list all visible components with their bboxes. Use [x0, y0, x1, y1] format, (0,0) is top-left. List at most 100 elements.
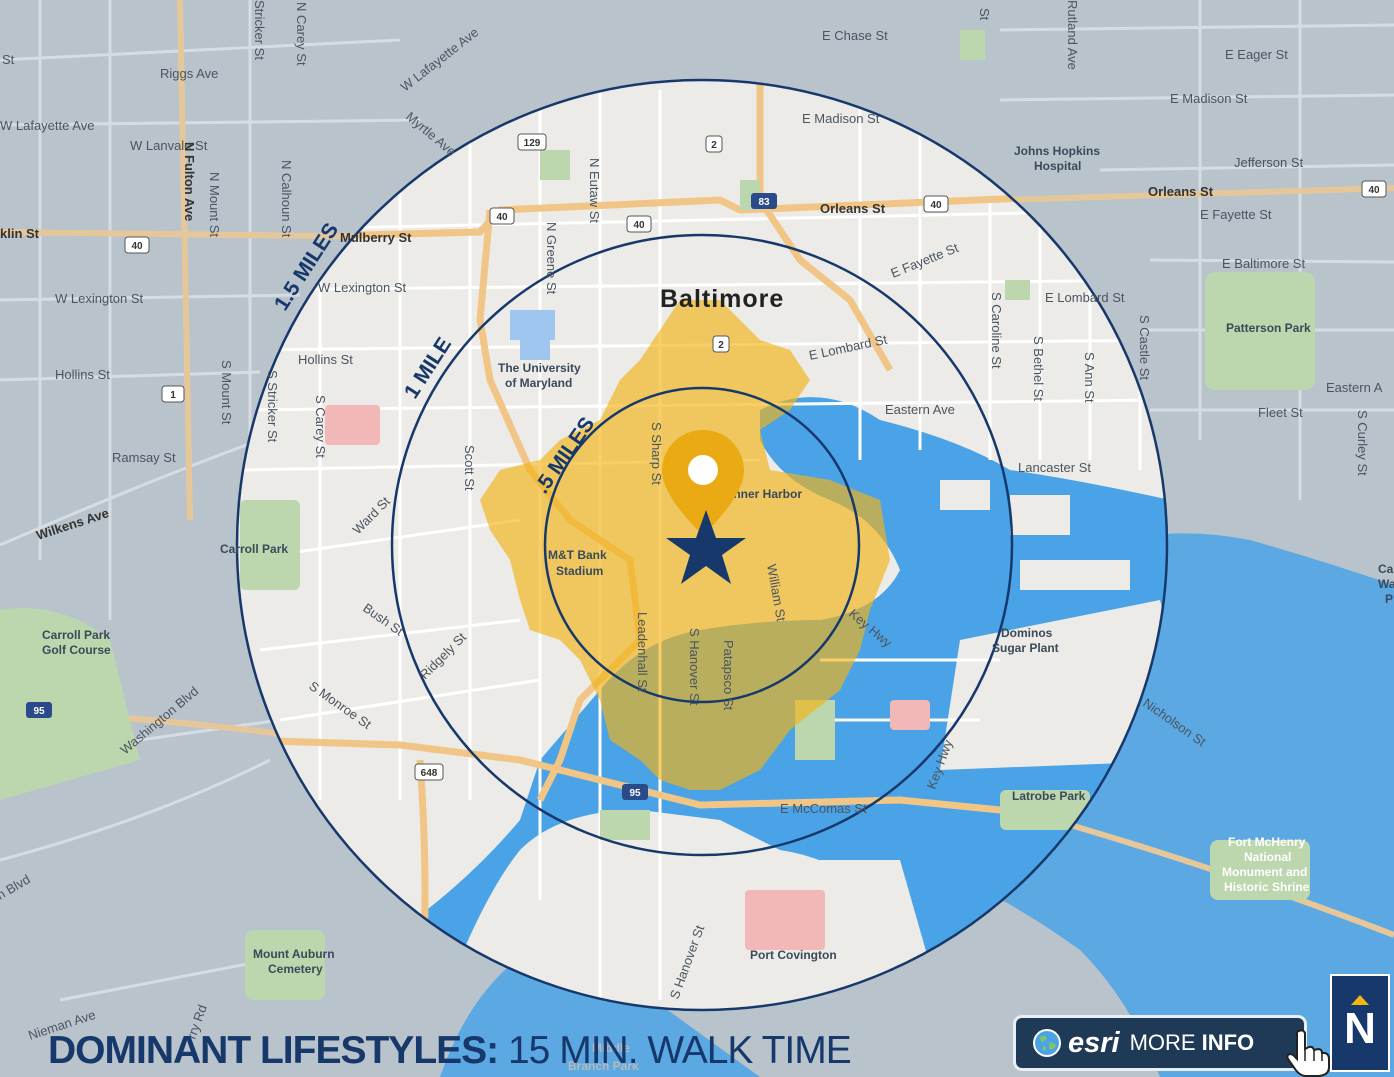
street-label: E Madison St: [802, 111, 880, 126]
street-label: Mulberry St: [340, 230, 412, 245]
caption: DOMINANT LIFESTYLES: 15 MIN. WALK TIME: [48, 1026, 852, 1076]
svg-text:2: 2: [711, 140, 717, 151]
route-shield: 2: [712, 335, 730, 353]
caption-subtitle: 15 MIN. WALK TIME: [498, 1029, 852, 1072]
street-label: S Stricker St: [265, 370, 280, 443]
route-shield: 40: [1361, 180, 1387, 198]
street-label: Fleet St: [1258, 405, 1303, 420]
street-label: The University: [498, 361, 581, 375]
street-label: Carroll Park: [220, 542, 288, 556]
esri-more-info-button[interactable]: esri MORE INFO: [1013, 1015, 1307, 1071]
north-arrow-icon: [1351, 995, 1369, 1005]
street-label: St: [2, 52, 15, 67]
street-label: Patapsco St: [721, 640, 736, 710]
street-label: E Lombard St: [1045, 290, 1125, 305]
svg-text:95: 95: [33, 706, 45, 717]
more-label: MORE: [1129, 1030, 1196, 1055]
street-label: S Bethel St: [1031, 336, 1046, 401]
street-label: W Lanvale St: [130, 138, 208, 153]
route-shield: 40: [124, 236, 150, 254]
ring-1-5-miles: [235, 78, 1169, 1012]
street-label: Patterson Park: [1226, 321, 1311, 335]
distance-rings: [235, 78, 1169, 1012]
street-label: N Calhoun St: [279, 160, 294, 238]
street-label: S Hanover St: [687, 628, 702, 706]
route-shield: 95: [622, 784, 648, 800]
street-label: M&T Bank: [548, 548, 607, 562]
street-label: St: [977, 8, 992, 21]
street-label: Port Covington: [750, 948, 837, 962]
inside-pink: [325, 405, 930, 950]
street-label: N Carey St: [294, 2, 309, 66]
street-label: Scott St: [462, 445, 477, 491]
street-label: Ramsay St: [112, 450, 176, 465]
street-label: S Caroline St: [989, 292, 1004, 369]
street-label: of Maryland: [505, 376, 572, 390]
route-shield: 2: [705, 135, 723, 153]
route-shield: 648: [414, 763, 444, 781]
street-label: Johns Hopkins: [1014, 144, 1100, 158]
street-label: Middle: [592, 1041, 630, 1055]
north-letter: N: [1344, 1004, 1376, 1053]
esri-logo-text: esri: [1068, 1026, 1120, 1059]
street-label: N Greene St: [544, 222, 559, 295]
street-label: N Mount St: [207, 172, 222, 237]
street-label: E Chase St: [822, 28, 888, 43]
street-label: Fort McHenry: [1228, 835, 1306, 849]
street-label: E Baltimore St: [1222, 256, 1305, 271]
street-label: W Lexington St: [318, 280, 407, 295]
route-shield: 95: [26, 702, 52, 718]
street-label: Branch Park: [568, 1059, 639, 1073]
location-marker[interactable]: [662, 430, 746, 584]
street-label: Stricker St: [252, 0, 267, 60]
map-pin-dot: [688, 455, 718, 485]
street-label: E McComas St: [780, 801, 867, 816]
street-label: Stadium: [556, 564, 603, 578]
street-label: W Lafayette Ave: [0, 118, 94, 133]
street-label: E Fayette St: [1200, 207, 1272, 222]
route-shield: 40: [923, 195, 949, 213]
pointer-hand-icon: [1286, 1029, 1330, 1077]
street-label: Orleans St: [820, 201, 886, 216]
street-label: E Madison St: [1170, 91, 1248, 106]
street-label: Leadenhall St: [635, 612, 650, 692]
street-label: E Eager St: [1225, 47, 1288, 62]
street-label: S Curley St: [1355, 410, 1370, 476]
street-label: N Fulton Ave: [182, 142, 197, 221]
street-label: Latrobe Park: [1012, 789, 1086, 803]
star-icon: [666, 510, 746, 584]
route-shield: 1: [161, 385, 185, 403]
street-label: Lancaster St: [1018, 460, 1091, 475]
street-label: Sugar Plant: [992, 641, 1059, 655]
street-label: P: [1385, 592, 1393, 606]
street-label: Carroll Park: [42, 628, 110, 642]
ring-1-mile: [390, 233, 1014, 857]
north-arrow-badge: N: [1330, 974, 1390, 1072]
street-label: Orleans St: [1148, 184, 1214, 199]
svg-text:40: 40: [633, 220, 645, 231]
street-label: klin St: [0, 226, 40, 241]
city-label: Baltimore: [660, 285, 784, 313]
route-shield: 129: [517, 133, 547, 151]
street-label: W Lexington St: [55, 291, 144, 306]
outside-parks: [0, 30, 1315, 1000]
svg-text:40: 40: [930, 200, 942, 211]
ring-0-5-miles: [543, 386, 861, 704]
street-label: S Castle St: [1137, 315, 1152, 380]
street-label: Inner Harbor: [730, 487, 802, 501]
svg-text:129: 129: [524, 138, 541, 149]
svg-text:40: 40: [1368, 185, 1380, 196]
street-label: Ca: [1378, 562, 1394, 576]
street-label: Jefferson St: [1234, 155, 1304, 170]
svg-text:40: 40: [496, 212, 508, 223]
street-label: National: [1244, 850, 1291, 864]
svg-text:83: 83: [758, 197, 770, 208]
street-label: Golf Course: [42, 643, 111, 657]
route-shield: 40: [489, 207, 515, 225]
street-label: S Sharp St: [649, 422, 664, 485]
svg-text:648: 648: [421, 768, 438, 779]
street-label: Historic Shrine: [1224, 880, 1310, 894]
svg-text:95: 95: [629, 788, 641, 799]
street-label: Hollins St: [298, 352, 353, 367]
